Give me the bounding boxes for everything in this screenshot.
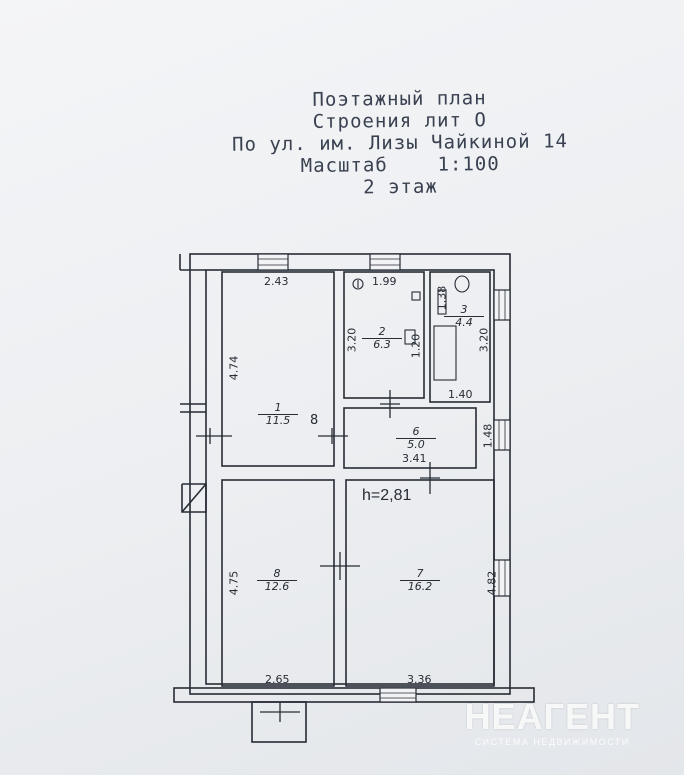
dim-4-75: 4.75	[227, 570, 241, 596]
room-3-label: 3 4.4	[444, 304, 484, 329]
neagent-watermark: НЕАГЕНТ СИСТЕМА НЕДВИЖИМОСТИ	[464, 696, 640, 748]
room-3-outline	[429, 271, 491, 403]
dim-1-48: 1.48	[481, 423, 495, 449]
sink-icon	[411, 291, 421, 301]
dim-4-82: 4.82	[485, 570, 499, 596]
room-1-outline	[221, 271, 335, 467]
dim-3-20-right: 3.20	[477, 327, 491, 353]
room-1-number: 1	[258, 402, 298, 415]
bath-icon	[433, 325, 457, 381]
room-8-outline	[221, 479, 335, 687]
door-label-8: 8	[310, 413, 319, 428]
inner-wall-outline	[205, 269, 495, 685]
room-6-area: 5.0	[407, 438, 425, 451]
dim-2-65: 2.65	[265, 673, 290, 686]
appliance-icon	[404, 329, 416, 345]
window-right-1	[493, 289, 511, 321]
stove-icon	[352, 278, 364, 290]
room-8-number: 8	[257, 568, 297, 581]
room-2-area: 6.3	[373, 338, 391, 351]
room-2-number: 2	[362, 326, 402, 339]
dim-3-41: 3.41	[402, 452, 427, 465]
dim-3-36: 3.36	[407, 673, 432, 686]
room-7-label: 7 16.2	[400, 568, 440, 593]
watermark-tagline: СИСТЕМА НЕДВИЖИМОСТИ	[474, 737, 630, 747]
room-3-number: 3	[444, 304, 484, 317]
dim-4-74: 4.74	[227, 355, 241, 381]
window-top-2	[369, 253, 401, 271]
room-1-area: 11.5	[265, 414, 291, 427]
window-right-2	[493, 419, 511, 451]
dim-3-20-left: 3.20	[345, 327, 359, 353]
window-bottom-1	[379, 687, 417, 703]
stair-entrance	[251, 701, 307, 743]
room-2-label: 2 6.3	[362, 326, 402, 351]
room-7-number: 7	[400, 568, 440, 581]
dim-1-20: 1.20	[409, 333, 423, 359]
watermark-brand: НЕАГЕНТ	[464, 696, 640, 737]
room-2-outline	[343, 271, 425, 399]
room-3-area: 4.4	[455, 316, 473, 329]
window-top-1	[257, 253, 289, 271]
ceiling-height-label: h=2,81	[362, 487, 412, 504]
room-1-label: 1 11.5	[258, 402, 298, 427]
room-6-outline	[343, 407, 477, 469]
dim-1-99: 1.99	[372, 275, 397, 288]
room-7-area: 16.2	[407, 580, 433, 593]
outer-wall	[189, 253, 511, 695]
room-6-label: 6 5.0	[396, 426, 436, 451]
room-6-number: 6	[396, 426, 436, 439]
dim-1-40: 1.40	[448, 388, 473, 401]
window-right-3	[493, 559, 511, 597]
bottom-ledge	[173, 687, 535, 703]
room-8-label: 8 12.6	[257, 568, 297, 593]
toilet-icon	[454, 275, 470, 293]
dim-2-43: 2.43	[264, 275, 289, 288]
room-8-area: 12.6	[264, 580, 290, 593]
